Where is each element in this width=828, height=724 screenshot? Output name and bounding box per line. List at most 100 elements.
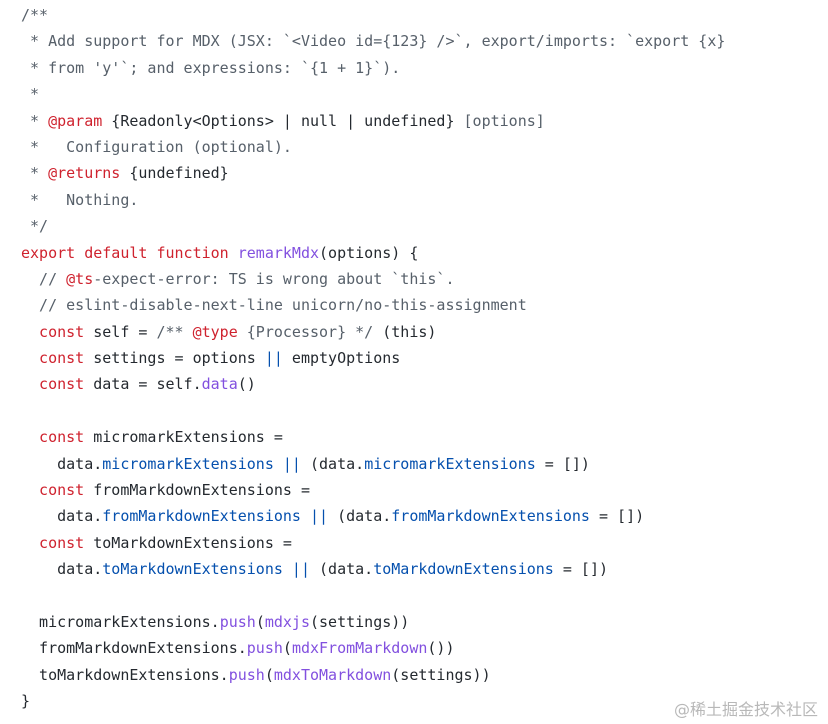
code-token: */ [21, 217, 49, 236]
code-token: data. [21, 454, 103, 473]
code-line: * @returns {undefined} [21, 160, 725, 186]
code-token: * [21, 111, 49, 130]
code-token: const [21, 375, 94, 394]
code-token: const [21, 481, 94, 500]
code-token: ( [255, 612, 265, 631]
code-token: data = self. [93, 375, 202, 394]
code-token: * Nothing. [21, 190, 139, 209]
code-line: } [21, 688, 725, 714]
code-token: fromMarkdownExtensions. [21, 639, 247, 658]
code-line: micromarkExtensions.push(mdxjs(settings)… [21, 609, 725, 635]
code-line: // eslint-disable-next-line unicorn/no-t… [21, 292, 725, 318]
code-token: (settings)) [310, 612, 410, 631]
code-token: @param [48, 111, 103, 130]
code-line: * from 'y'`; and expressions: `{1 + 1}`)… [21, 55, 725, 81]
code-token: fromMarkdownExtensions [391, 507, 590, 526]
code-line: * Add support for MDX (JSX: `<Video id={… [21, 28, 725, 54]
code-token: mdxFromMarkdown [291, 639, 428, 658]
code-token: || [282, 560, 310, 579]
code-token: @type [192, 322, 238, 341]
code-line: const data = self.data() [21, 371, 725, 397]
code-line: const fromMarkdownExtensions = [21, 477, 725, 503]
code-token: remarkMdx [237, 243, 320, 262]
code-token: (options) { [319, 243, 419, 262]
code-token: // [21, 269, 67, 288]
code-token: * [21, 85, 40, 104]
code-line: // @ts-expect-error: TS is wrong about `… [21, 266, 725, 292]
code-token: (this) [373, 322, 437, 341]
code-token: ()) [427, 639, 455, 658]
code-line: const settings = options || emptyOptions [21, 345, 725, 371]
code-token: {undefined} [120, 164, 229, 183]
code-line: * @param {Readonly<Options> | null | und… [21, 108, 725, 134]
code-token: = []) [553, 560, 609, 579]
code-line: fromMarkdownExtensions.push(mdxFromMarkd… [21, 635, 725, 661]
code-line [21, 398, 725, 424]
code-token: (data. [328, 507, 392, 526]
code-token: [options] [454, 111, 545, 130]
code-line: /** [21, 2, 725, 28]
code-line: data.toMarkdownExtensions || (data.toMar… [21, 556, 725, 582]
code-line: * Nothing. [21, 187, 725, 213]
code-line: toMarkdownExtensions.push(mdxToMarkdown(… [21, 662, 725, 688]
code-line [21, 583, 725, 609]
code-token: micromarkExtensions [364, 454, 536, 473]
code-token: * [21, 164, 49, 183]
code-token: push [246, 639, 283, 658]
code-token: export default function [21, 243, 238, 262]
code-token: settings = options [93, 349, 265, 368]
code-token: * Add support for MDX (JSX: `<Video id={… [21, 32, 726, 51]
code-line: data.fromMarkdownExtensions || (data.fro… [21, 503, 725, 529]
code-line: const toMarkdownExtensions = [21, 530, 725, 556]
code-token: {Readonly<Options> | null | undefined} [102, 111, 455, 130]
code-line: * [21, 81, 725, 107]
code-token: mdxToMarkdown [273, 665, 392, 684]
code-token: fromMarkdownExtensions [102, 507, 301, 526]
code-token: (data. [310, 560, 374, 579]
code-token: ( [264, 665, 274, 684]
code-token: micromarkExtensions. [21, 612, 220, 631]
code-token: {Processor} */ [237, 322, 374, 341]
code-line: * Configuration (optional). [21, 134, 725, 160]
code-block: /** * Add support for MDX (JSX: `<Video … [21, 2, 725, 715]
code-token: toMarkdownExtensions [102, 560, 283, 579]
code-token: ( [282, 639, 292, 658]
code-token: || [264, 349, 283, 368]
code-token: () [237, 375, 256, 394]
watermark: @稀土掘金技术社区 [673, 700, 818, 719]
code-token: = []) [589, 507, 645, 526]
code-token: } [21, 692, 31, 711]
code-token: mdxjs [264, 612, 310, 631]
code-token: const [21, 322, 94, 341]
code-token: data [201, 375, 238, 394]
code-token: * Configuration (optional). [21, 137, 292, 156]
code-token: @returns [48, 164, 121, 183]
code-token: toMarkdownExtensions = [93, 533, 292, 552]
code-token: micromarkExtensions [102, 454, 274, 473]
code-line: export default function remarkMdx(option… [21, 240, 725, 266]
code-line: const micromarkExtensions = [21, 424, 725, 450]
code-token: || [273, 454, 301, 473]
code-token: const [21, 533, 94, 552]
code-token: emptyOptions [282, 349, 401, 368]
code-token: data. [21, 507, 103, 526]
code-token: const [21, 428, 94, 447]
code-token: (data. [300, 454, 365, 473]
code-token: toMarkdownExtensions [373, 560, 554, 579]
code-line: */ [21, 213, 725, 239]
code-token: = []) [535, 454, 590, 473]
code-token: /** [21, 6, 49, 24]
code-token: fromMarkdownExtensions = [93, 481, 310, 500]
code-token: // eslint-disable-next-line unicorn/no-t… [21, 296, 527, 315]
code-line: const self = /** @type {Processor} */ (t… [21, 319, 725, 345]
code-token: micromarkExtensions = [93, 428, 283, 447]
code-token: push [219, 612, 256, 631]
code-line: data.micromarkExtensions || (data.microm… [21, 451, 725, 477]
code-token: data. [21, 560, 103, 579]
code-token: || [300, 507, 329, 526]
code-token: toMarkdownExtensions. [21, 665, 229, 684]
code-token: -expect-error: TS is wrong about `this`. [93, 269, 455, 288]
code-token: push [228, 665, 265, 684]
code-token: /** [156, 322, 193, 341]
code-token: (settings)) [391, 665, 491, 684]
